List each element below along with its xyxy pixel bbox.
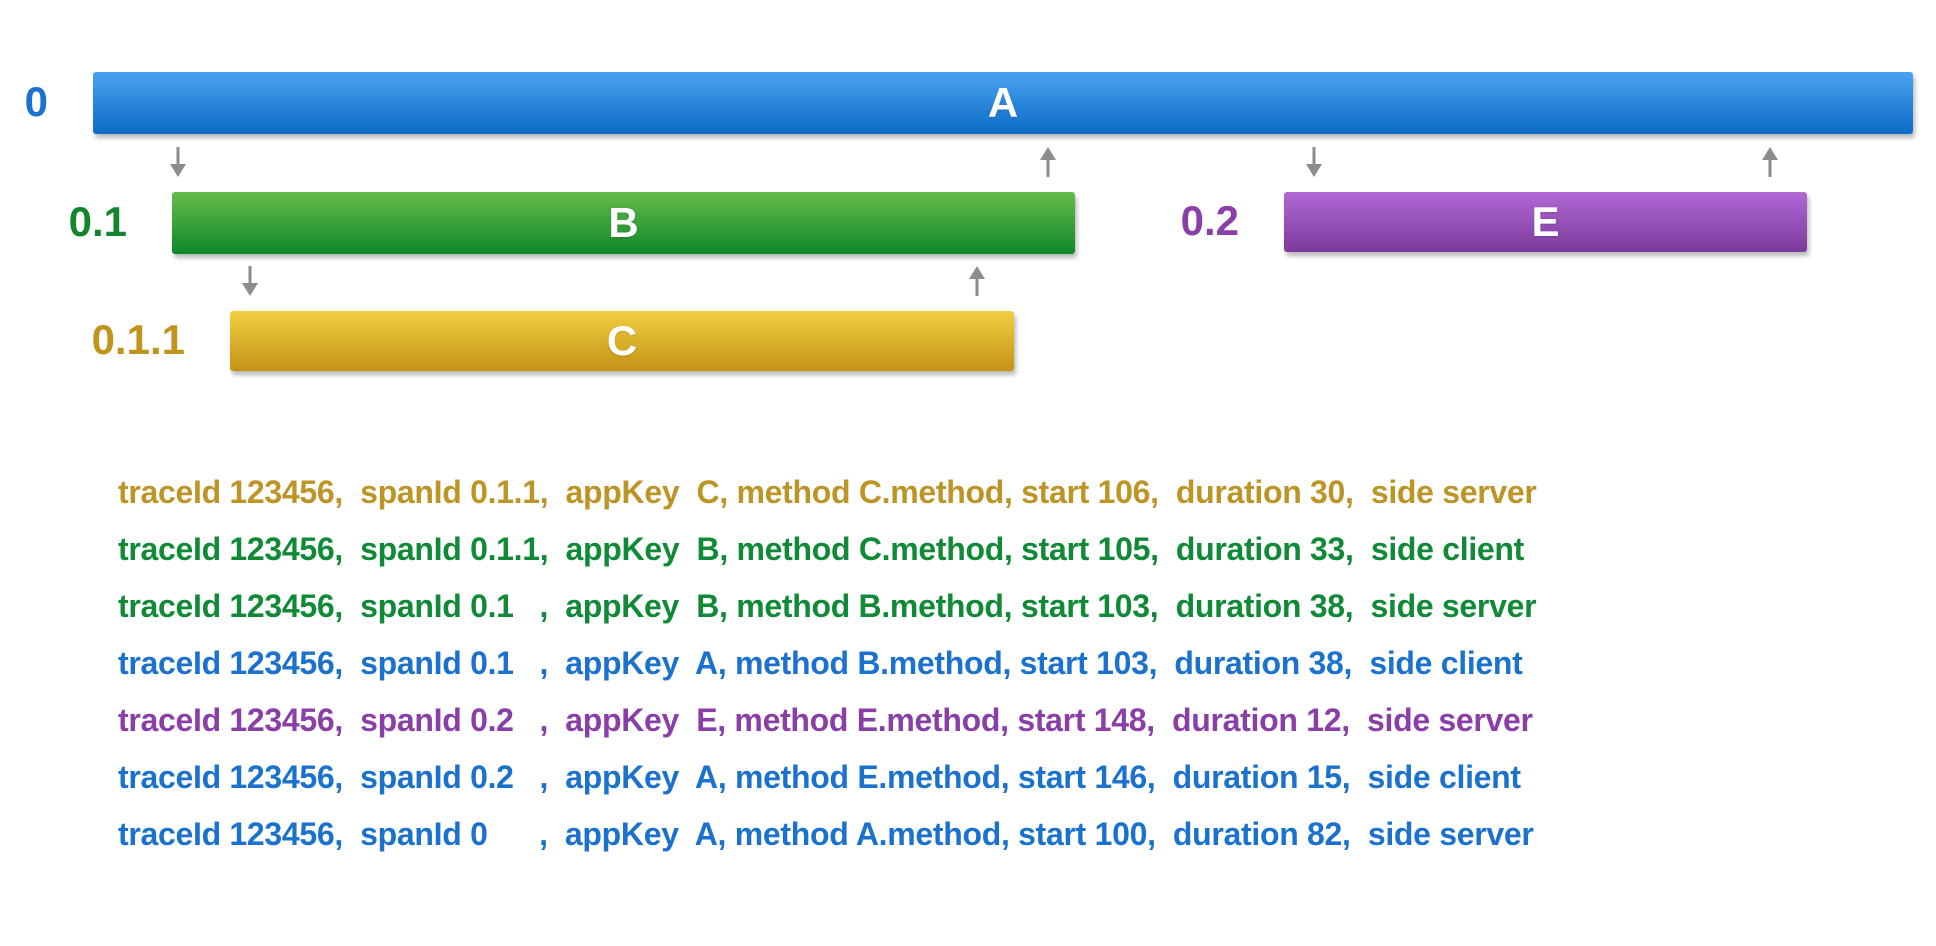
- span-bar-B: B: [172, 192, 1075, 254]
- span-bar-A: A: [93, 72, 1913, 134]
- arrow-down-icon: [1306, 147, 1322, 177]
- trace-log-line: traceId 123456, spanId 0 , appKey A, met…: [118, 816, 1534, 852]
- trace-log-line: traceId 123456, spanId 0.2 , appKey E, m…: [118, 702, 1533, 738]
- arrow-down-icon: [170, 147, 186, 177]
- span-bar-label: C: [606, 317, 638, 364]
- arrow-down-icon: [242, 266, 258, 296]
- span-bar-label: B: [608, 199, 639, 246]
- trace-log-line: traceId 123456, spanId 0.2 , appKey A, m…: [118, 759, 1521, 795]
- arrow-up-icon: [1762, 147, 1778, 177]
- span-id-label-0.1: 0.1: [68, 198, 127, 246]
- arrow-up-icon: [969, 266, 985, 296]
- span-id-label-0: 0: [24, 78, 48, 126]
- span-bar-C: C: [230, 311, 1014, 371]
- trace-log-line: traceId 123456, spanId 0.1 , appKey B, m…: [118, 588, 1537, 624]
- span-bar-label: A: [987, 79, 1019, 126]
- span-id-label-0.2: 0.2: [1180, 197, 1239, 245]
- span-bar-E: E: [1284, 192, 1807, 252]
- trace-log-line: traceId 123456, spanId 0.1.1, appKey B, …: [118, 531, 1525, 567]
- span-bar-label: E: [1531, 198, 1560, 245]
- span-id-label-0.1.1: 0.1.1: [91, 316, 185, 364]
- trace-log-line: traceId 123456, spanId 0.1 , appKey A, m…: [118, 645, 1523, 681]
- trace-log-lines: traceId 123456, spanId 0.1.1, appKey C, …: [118, 464, 1537, 863]
- trace-log-line: traceId 123456, spanId 0.1.1, appKey C, …: [118, 474, 1537, 510]
- arrow-up-icon: [1040, 147, 1056, 177]
